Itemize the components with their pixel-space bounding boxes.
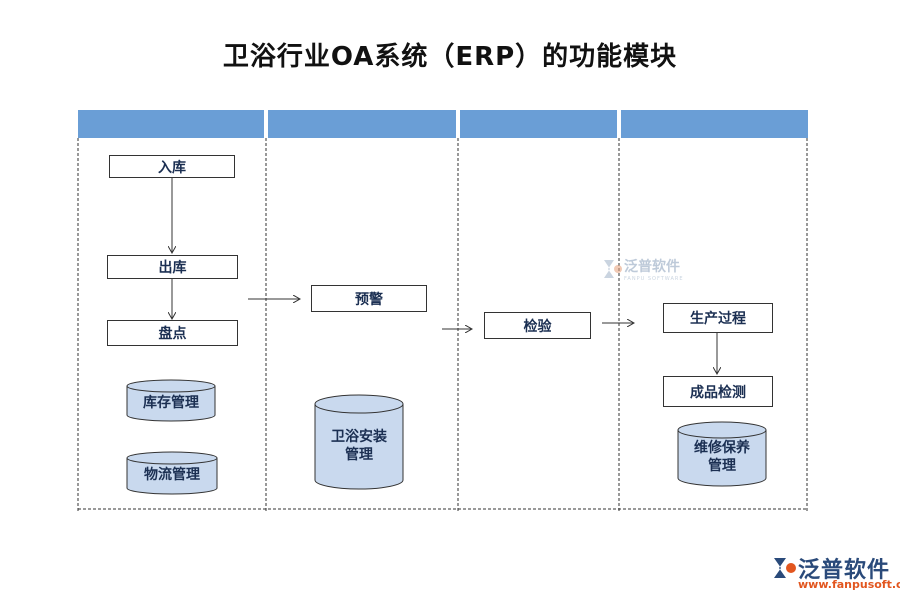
lane-header-1 — [78, 110, 264, 138]
install-management-cylinder: 卫浴安装 管理 — [314, 394, 404, 490]
cylinder-shape — [314, 394, 404, 490]
watermark: 泛普软件 FANPU SOFTWARE — [600, 256, 684, 282]
lane-header-3 — [460, 110, 617, 138]
watermark-name: 泛普软件 — [624, 259, 680, 275]
warning-box: 预警 — [311, 285, 427, 312]
watermark-sub: FANPU SOFTWARE — [624, 276, 684, 282]
cylinder-shape — [126, 379, 216, 422]
inspection-box: 检验 — [484, 312, 591, 339]
fanpu-logo-icon — [604, 260, 622, 278]
in-stock-box: 入库 — [109, 155, 235, 178]
product-inspection-box: 成品检测 — [663, 376, 773, 407]
production-process-box: 生产过程 — [663, 303, 773, 333]
install-management-label: 卫浴安装 管理 — [331, 429, 387, 463]
stock-management-label: 库存管理 — [143, 395, 199, 411]
stock-management-cylinder: 库存管理 — [126, 379, 216, 422]
lane-header-2 — [268, 110, 456, 138]
brand-url: www.fanpusoft.com — [798, 578, 900, 591]
maintenance-management-label: 维修保养 管理 — [694, 440, 750, 474]
logistics-management-cylinder: 物流管理 — [126, 451, 218, 495]
brand-name: 泛普软件 — [798, 558, 891, 583]
diagram-title: 卫浴行业OA系统（ERP）的功能模块 — [222, 42, 678, 72]
logistics-management-label: 物流管理 — [144, 467, 200, 483]
maintenance-management-cylinder: 维修保养 管理 — [677, 421, 767, 487]
inventory-check-box: 盘点 — [107, 320, 238, 346]
lane-header-4 — [621, 110, 808, 138]
brand-logo: 泛普软件 www.fanpusoft.com — [770, 552, 900, 591]
cylinder-shape — [126, 451, 218, 495]
out-stock-box: 出库 — [107, 255, 238, 279]
fanpu-logo-icon — [774, 558, 796, 578]
cylinder-shape — [677, 421, 767, 487]
